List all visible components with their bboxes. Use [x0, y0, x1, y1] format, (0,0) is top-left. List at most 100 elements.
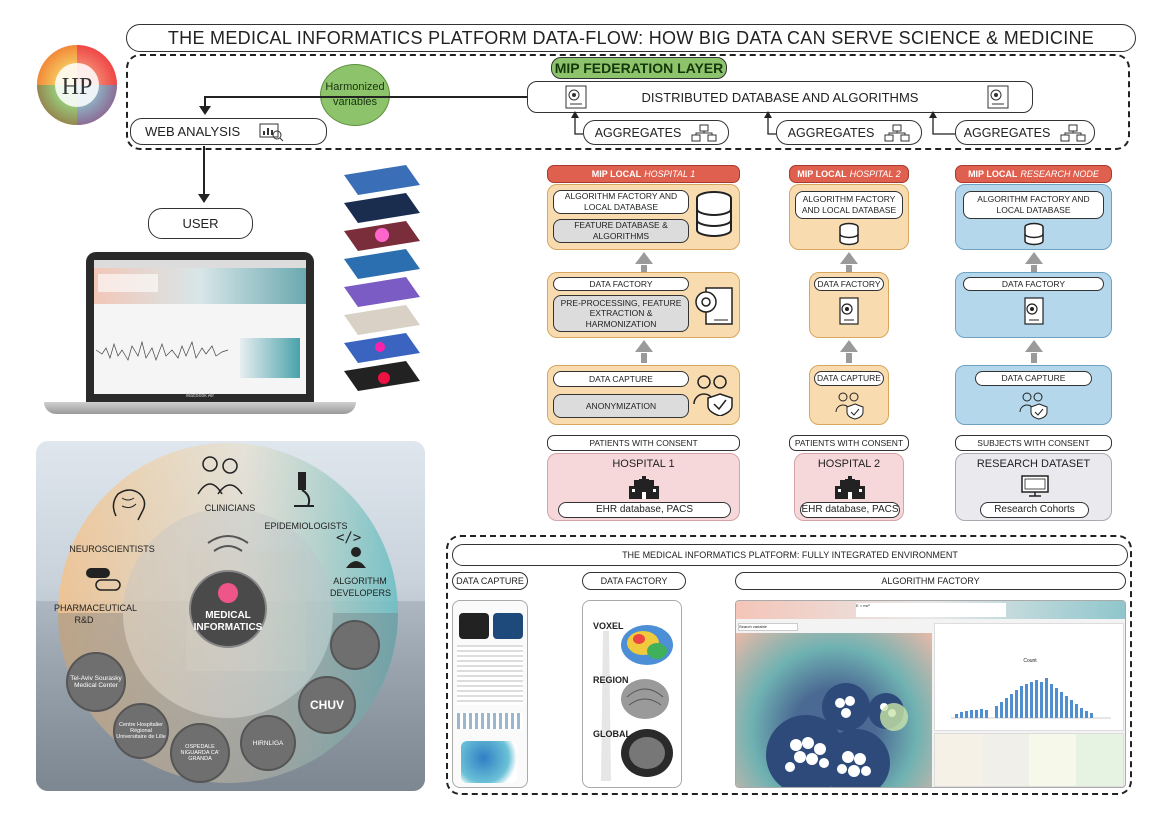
brain-scales-graphic	[601, 625, 673, 781]
svg-text:</>: </>	[336, 530, 361, 546]
aggregate-connectors	[571, 111, 955, 135]
page-title: THE MEDICAL INFORMATICS PLATFORM DATA-FL…	[126, 24, 1136, 52]
ehr-label-1: EHR database, PACS	[558, 502, 731, 518]
hierarchy-icon	[884, 124, 910, 141]
aggregates-label: AGGREGATES	[787, 125, 875, 140]
bubble-chart	[766, 683, 908, 787]
hospital1-title: HOSPITAL 1	[612, 458, 675, 470]
users-shield-icon	[693, 375, 733, 416]
monitor-icon	[1021, 475, 1049, 497]
database-icon	[839, 222, 859, 246]
aggregates-label: AGGREGATES	[594, 125, 682, 140]
consent-label-2: PATIENTS WITH CONSENT	[789, 435, 909, 451]
database-icon	[696, 191, 732, 237]
brain-icon	[112, 489, 146, 521]
flow-arrow-stem	[846, 353, 852, 363]
flow-arrow-stem	[846, 265, 852, 275]
gear-document-icon	[695, 287, 733, 325]
aggregates-box-2: AGGREGATES	[776, 120, 922, 145]
users-shield-icon	[835, 392, 864, 420]
flow-arrow	[840, 340, 858, 352]
hospital-icon	[835, 476, 865, 499]
algorithm-doc-icon	[565, 85, 587, 109]
voxel-label: VOXEL	[593, 621, 624, 631]
data-capture-panel	[452, 600, 528, 788]
pharma-label: PHARMACEUTICAL R&D	[54, 603, 138, 625]
clinicians-icon	[197, 456, 243, 495]
data-factory-label-3: DATA FACTORY	[963, 277, 1104, 291]
gear-document-icon	[1024, 297, 1044, 325]
source-box-3: RESEARCH DATASET Research Cohorts	[955, 453, 1112, 521]
image-stack	[344, 165, 420, 391]
aggregates-box-1: AGGREGATES	[583, 120, 729, 145]
aggregates-box-3: AGGREGATES	[955, 120, 1095, 145]
panel-data-capture-head: DATA CAPTURE	[452, 572, 528, 590]
laptop-screen	[94, 260, 306, 394]
aggregates-label: AGGREGATES	[963, 125, 1051, 140]
histogram-title: Count	[1023, 658, 1037, 664]
algo-factory-label-2: ALGORITHM FACTORY AND LOCAL DATABASE	[795, 191, 903, 219]
flow-arrow-stem	[641, 265, 647, 275]
anonymization-label: ANONYMIZATION	[553, 394, 689, 418]
developer-icon: </>	[336, 530, 366, 568]
integrated-env-title: THE MEDICAL INFORMATICS PLATFORM: FULLY …	[452, 544, 1128, 566]
signal-chart	[95, 340, 229, 362]
algo-factory-label-3: ALGORITHM FACTORY AND LOCAL DATABASE	[963, 191, 1104, 219]
arrow-head	[198, 194, 210, 203]
data-factory-label-1: DATA FACTORY	[553, 277, 689, 291]
algorithm-doc-icon-2	[987, 85, 1009, 109]
users-shield-icon	[1019, 392, 1048, 420]
data-factory-label-2: DATA FACTORY	[814, 277, 884, 291]
hbp-logo: HP	[37, 45, 117, 125]
flow-arrow	[635, 252, 653, 264]
analytics-screen-icon	[259, 123, 284, 141]
data-capture-label-1: DATA CAPTURE	[553, 371, 689, 387]
flow-arrow	[840, 252, 858, 264]
ehr-label-2: EHR database, PACS	[800, 502, 900, 518]
org-node	[330, 620, 380, 670]
region-label: REGION	[593, 675, 629, 685]
search-variable-input[interactable]: Search variable	[738, 623, 798, 631]
web-analysis-label: WEB ANALYSIS	[145, 124, 241, 139]
panel-algorithm-factory-head: ALGORITHM FACTORY	[735, 572, 1126, 590]
svg-text:HP: HP	[62, 74, 93, 100]
connector-line	[205, 96, 527, 98]
connector-line	[204, 96, 206, 110]
consent-label-1: PATIENTS WITH CONSENT	[547, 435, 740, 451]
org-tel-aviv: Tel-Aviv Sourasky Medical Center	[66, 652, 126, 712]
global-label: GLOBAL	[593, 729, 631, 739]
arrow-head	[199, 106, 211, 115]
research-cohorts-label: Research Cohorts	[980, 502, 1089, 518]
federation-layer-frame	[126, 54, 1130, 150]
panel-data-factory-head: DATA FACTORY	[582, 572, 686, 590]
epidemiologists-label: EPIDEMIOLOGISTS	[264, 521, 348, 531]
org-hirnliga: HIRNLIGA	[240, 715, 296, 771]
federation-layer-label: MIP FEDERATION LAYER	[551, 57, 727, 79]
org-niguarda: OSPEDALE NIGUARDA CA' GRANDA	[170, 723, 230, 783]
data-capture-label-3: DATA CAPTURE	[975, 371, 1092, 386]
pills-icon	[86, 568, 121, 591]
microscope-icon	[294, 472, 314, 507]
source-box-2: HOSPITAL 2 EHR database, PACS	[794, 453, 904, 521]
flow-arrow-stem	[641, 353, 647, 363]
flow-arrow-stem	[1031, 353, 1037, 363]
neuroscientists-label: NEUROSCIENTISTS	[69, 544, 155, 554]
laptop-base	[44, 402, 356, 414]
hierarchy-icon	[1060, 124, 1086, 141]
flow-arrow	[1025, 340, 1043, 352]
data-capture-label-2: DATA CAPTURE	[814, 371, 884, 386]
flow-arrow	[635, 340, 653, 352]
integrated-environment-frame	[446, 535, 1132, 795]
connector-line	[203, 146, 205, 196]
algorithm-developers-label: ALGORITHM DEVELOPERS	[330, 576, 392, 598]
distributed-label: DISTRIBUTED DATABASE AND ALGORITHMS	[641, 89, 919, 105]
preprocessing-label: PRE-PROCESSING, FEATURE EXTRACTION & HAR…	[553, 295, 689, 332]
hospital-icon	[629, 476, 659, 499]
web-analysis-box: WEB ANALYSIS	[130, 118, 327, 145]
flow-arrow	[1025, 252, 1043, 264]
source-box-1: HOSPITAL 1 EHR database, PACS	[547, 453, 740, 521]
histogram-chart	[951, 678, 1111, 719]
